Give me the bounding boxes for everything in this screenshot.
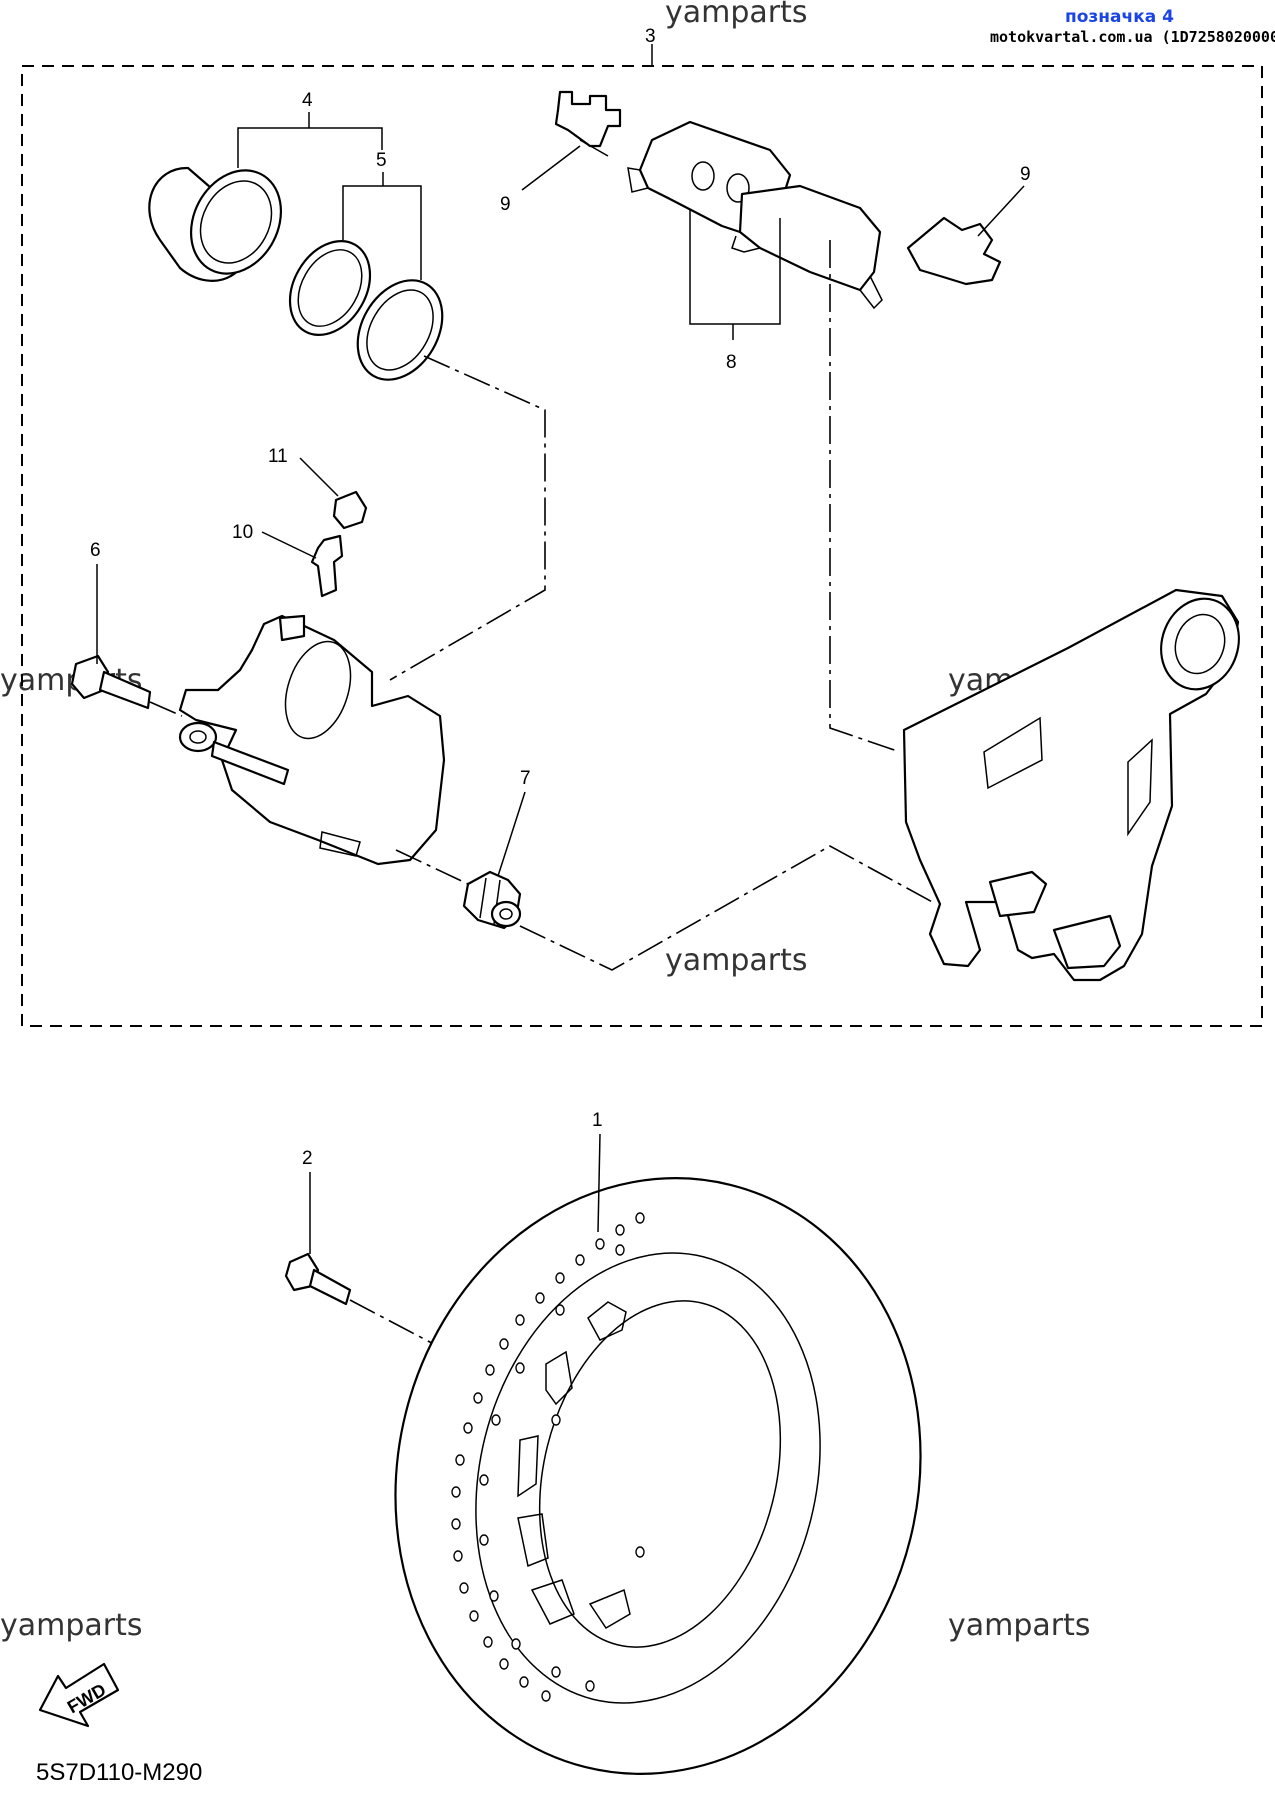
dust-seal-part [356,279,444,381]
watermark: yamparts [665,0,808,30]
watermark: yamparts [0,1608,143,1643]
pad-clip-part-left [554,90,622,157]
callout-6: 6 [90,540,101,561]
callout-10: 10 [232,522,253,543]
watermark: yamparts [665,943,808,978]
brake-disc-part [394,1177,922,1775]
pad-clip-part-right [906,216,1002,286]
callout-9a: 9 [500,194,511,215]
watermark: yamparts [948,1608,1091,1643]
diagram-code: 5S7D110-M290 [36,1759,202,1786]
caliper-body-part [178,614,446,866]
assembly-group-box [21,65,1263,1027]
callout-5: 5 [376,150,387,171]
callout-2: 2 [302,1148,313,1169]
tag-label: позначка 4 [1065,7,1174,27]
callout-8: 8 [726,352,737,373]
disc-bolt-part [284,1252,352,1306]
piston-part [148,166,283,282]
callout-3: 3 [645,26,656,47]
callout-7: 7 [520,768,531,789]
caliper-bolt-part [70,654,152,710]
rubber-boot-part [462,870,522,930]
site-reference: motokvartal.com.ua (1D7258020000) [990,28,1275,46]
brake-pad-outer [731,184,883,310]
callout-11: 11 [268,446,288,467]
piston-seal-part [288,240,372,336]
bleed-screw-part [310,534,344,598]
callout-4: 4 [302,90,313,111]
disc-holes [451,1212,645,1702]
callout-1: 1 [592,1110,603,1131]
callout-9b: 9 [1020,164,1031,185]
fwd-arrow-icon: FWD [38,1662,120,1728]
bleed-cap-part [332,490,368,530]
caliper-bracket-part [902,588,1240,982]
